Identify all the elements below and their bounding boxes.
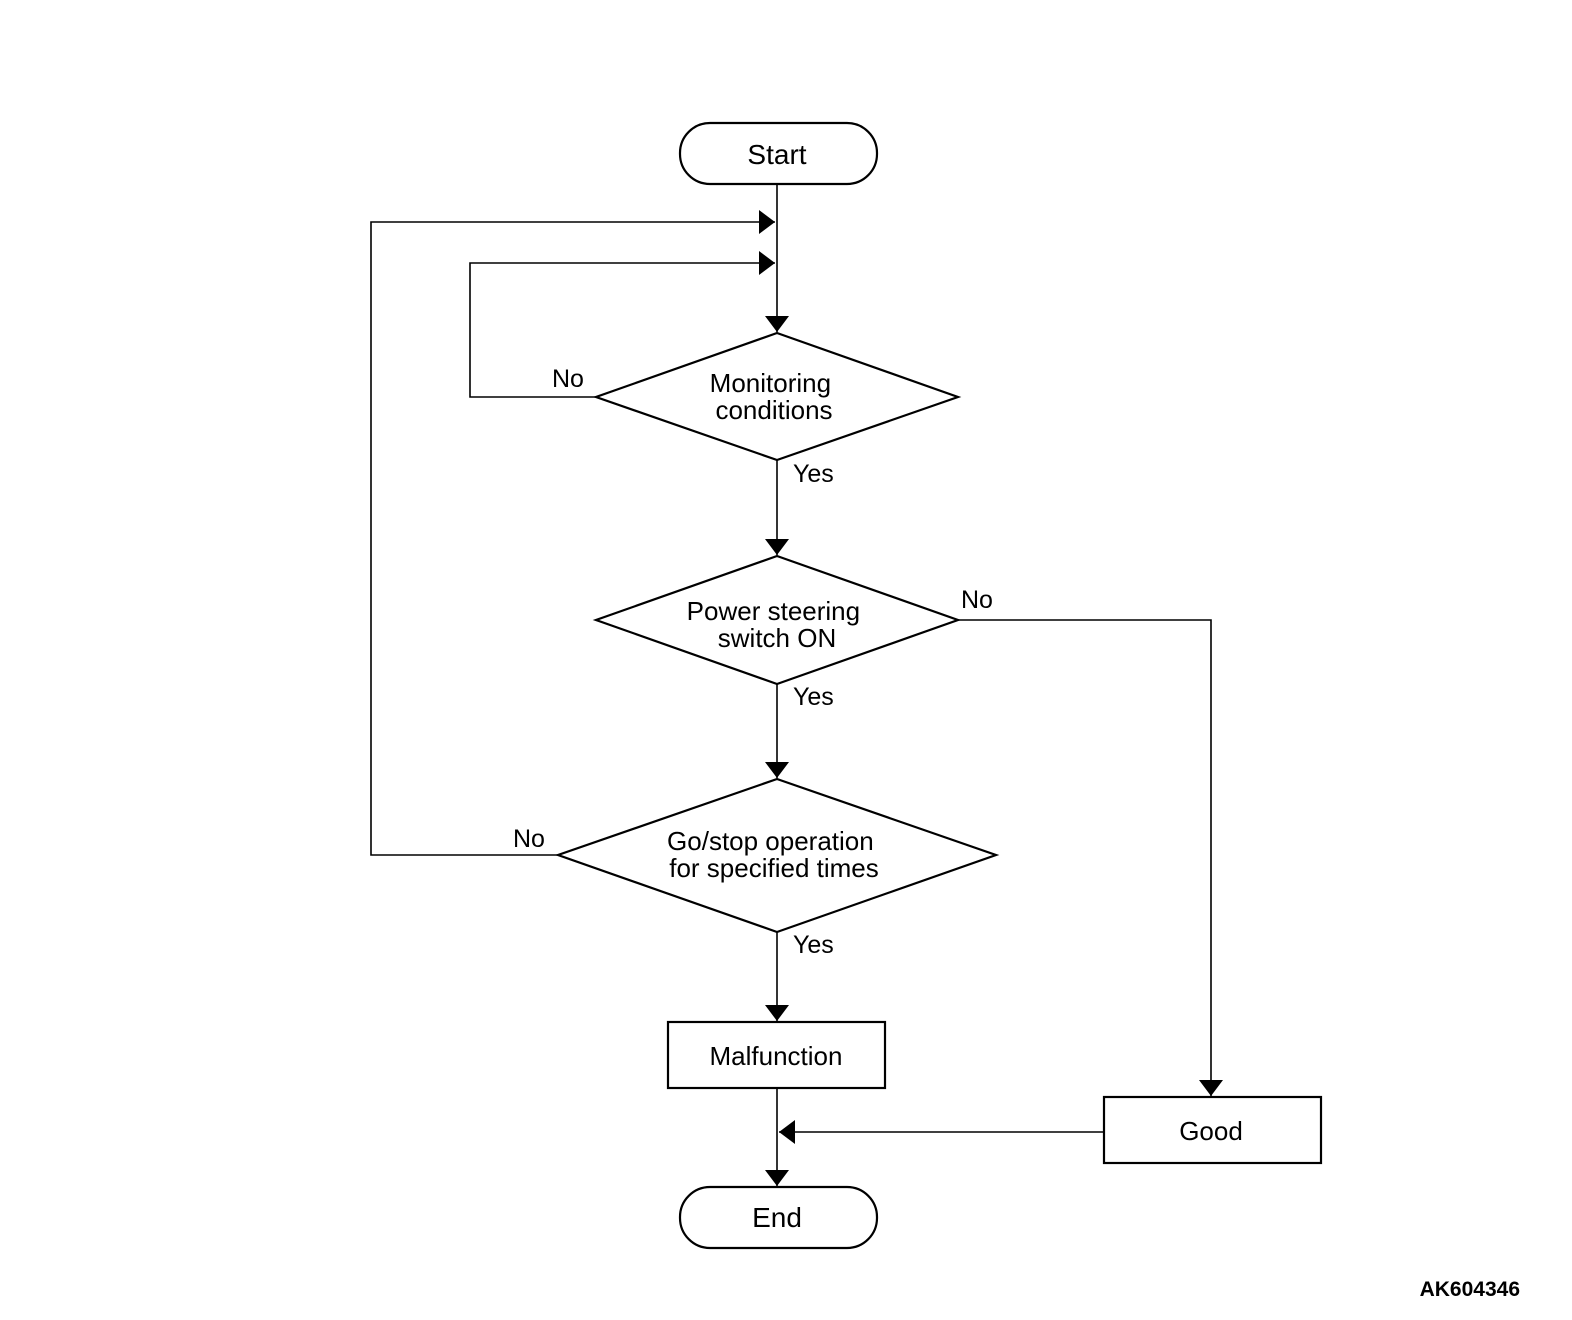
- power-steering-decision: [592, 554, 962, 686]
- monitoring-no-label: No: [552, 365, 584, 393]
- start-terminal: [678, 121, 879, 186]
- monitoring-conditions-label: Monitoring conditions: [710, 368, 839, 425]
- figure-id: AK604346: [1419, 1278, 1520, 1301]
- power-steering-no-label: No: [961, 586, 993, 614]
- start-label: Start: [747, 139, 806, 170]
- end-terminal: [678, 1185, 879, 1250]
- go-stop-label: Go/stop operation for specified times: [667, 826, 881, 883]
- good-label: Good: [1179, 1116, 1243, 1146]
- go-stop-yes-label: Yes: [793, 931, 834, 959]
- power-steering-line-1: Power steering: [687, 596, 860, 626]
- go-stop-line-2: for specified times: [669, 853, 879, 883]
- malfunction-box: [666, 1020, 887, 1090]
- end-label: End: [752, 1202, 802, 1233]
- good-box: [1102, 1095, 1323, 1165]
- edge-monitoring-no-loop: [469, 251, 775, 398]
- go-stop-decision: [554, 777, 1000, 934]
- edge-gostop-no-loop: [370, 210, 775, 856]
- go-stop-no-label: No: [513, 825, 545, 853]
- monitoring-line-1: Monitoring: [710, 368, 831, 398]
- malfunction-label: Malfunction: [710, 1041, 843, 1071]
- monitoring-conditions-decision: [592, 331, 962, 462]
- power-steering-label: Power steering switch ON: [687, 596, 868, 653]
- monitoring-line-2: conditions: [715, 395, 832, 425]
- monitoring-yes-label: Yes: [793, 460, 834, 488]
- edge-powersteering-no: [958, 619, 1223, 1096]
- power-steering-line-2: switch ON: [718, 623, 836, 653]
- power-steering-yes-label: Yes: [793, 683, 834, 711]
- go-stop-line-1: Go/stop operation: [667, 826, 874, 856]
